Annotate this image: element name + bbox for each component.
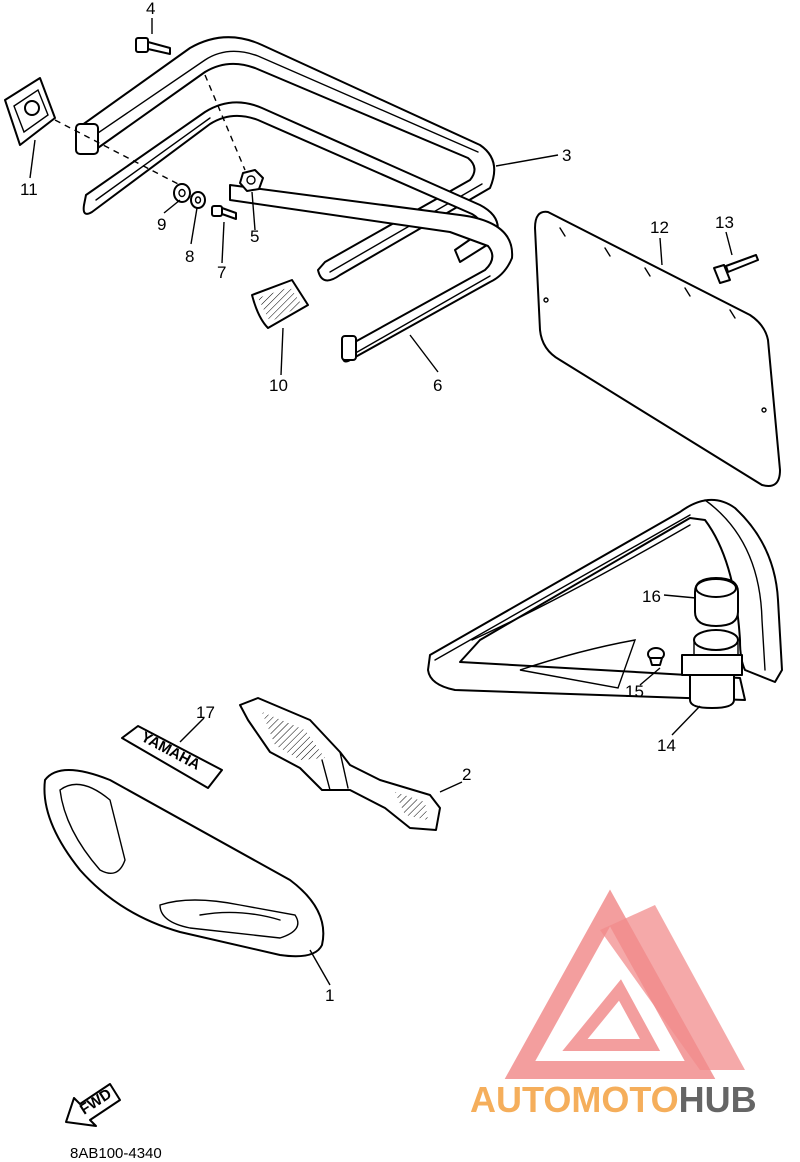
callout-8: 8 — [185, 247, 194, 266]
svg-text:AUTOMOTOHUB: AUTOMOTOHUB — [470, 1079, 757, 1120]
washer-8 — [190, 191, 206, 209]
callout-6: 6 — [433, 376, 442, 395]
bracket-11 — [4, 77, 56, 146]
cowl-housing — [427, 499, 783, 701]
cowl-1 — [43, 769, 325, 958]
callout-2: 2 — [462, 765, 471, 784]
panel-12 — [534, 210, 781, 487]
diagram-code: 8AB100-4340 — [70, 1145, 162, 1162]
callout-1: 1 — [325, 986, 334, 1005]
callout-17: 17 — [196, 703, 215, 722]
callout-7: 7 — [217, 263, 226, 282]
cap-10 — [251, 279, 309, 329]
seal-strip — [229, 184, 514, 363]
bulb-16 — [694, 577, 739, 627]
watermark-logo-icon — [504, 889, 745, 1079]
frame-upper — [75, 36, 496, 282]
callout-12: 12 — [650, 218, 669, 237]
callout-3: 3 — [562, 146, 571, 165]
callout-11: 11 — [20, 180, 38, 199]
callout-13: 13 — [715, 213, 734, 232]
callout-4: 4 — [146, 0, 155, 18]
watermark-part2: HUB — [679, 1079, 757, 1120]
duct-2 — [239, 697, 441, 831]
leader-lines — [29, 18, 733, 986]
socket-14 — [681, 629, 743, 709]
automotohub-watermark: AUTOMOTOHUB — [470, 889, 757, 1120]
callout-16: 16 — [642, 587, 661, 606]
bulb-15 — [647, 647, 665, 666]
pin-13 — [713, 254, 759, 284]
bolt-4 — [135, 37, 171, 55]
callout-9: 9 — [157, 215, 166, 234]
screw-7 — [211, 205, 237, 220]
fwd-arrow-icon: FWD — [65, 1083, 121, 1127]
washer-9 — [173, 183, 191, 203]
callout-15: 15 — [625, 682, 644, 701]
watermark-part1: AUTOMOTO — [470, 1079, 679, 1120]
emblem-17: YAMAHA — [121, 725, 223, 789]
nut-5 — [239, 169, 264, 192]
callout-5: 5 — [250, 227, 259, 246]
callout-14: 14 — [657, 736, 676, 755]
dashed-guide-1 — [54, 119, 181, 186]
callout-10: 10 — [269, 376, 288, 395]
